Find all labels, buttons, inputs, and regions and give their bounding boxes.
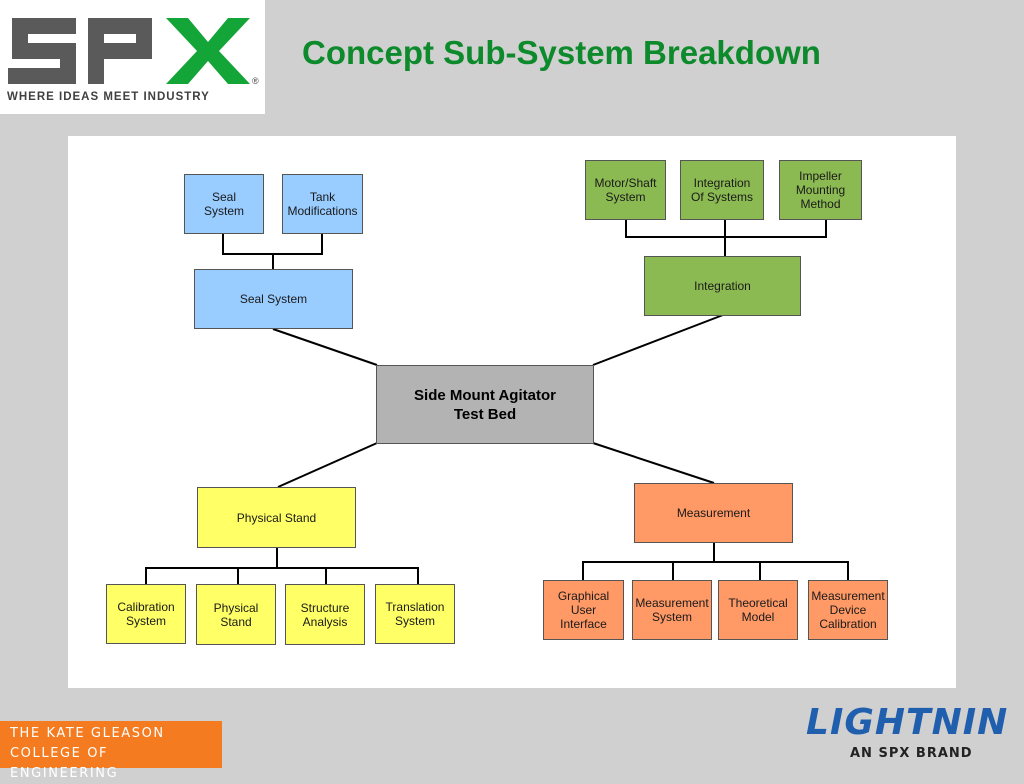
seal-system-node: Seal System (194, 269, 353, 329)
lightnin-subtitle: AN SPX BRAND (850, 746, 973, 761)
measurement-device-calibration-node: Measurement Device Calibration (808, 580, 888, 640)
college-line-2: COLLEGE OF ENGINEERING (10, 746, 119, 781)
integration-node: Integration (644, 256, 801, 316)
measurement-node: Measurement (634, 483, 793, 543)
seal-system-sub-node: Seal System (184, 174, 264, 234)
svg-text:®: ® (252, 76, 259, 86)
lightnin-logo: LIGHTNIN AN SPX BRAND (806, 702, 1020, 766)
page-title: Concept Sub-System Breakdown (302, 34, 821, 71)
physical-stand-sub-node: Physical Stand (196, 584, 276, 645)
tank-modifications-node: Tank Modifications (282, 174, 363, 234)
integration-of-systems-node: Integration Of Systems (680, 160, 764, 220)
translation-system-node: Translation System (375, 584, 455, 644)
motor-shaft-system-node: Motor/Shaft System (585, 160, 666, 220)
physical-stand-node: Physical Stand (197, 487, 356, 548)
lightnin-wordmark: LIGHTNIN (806, 702, 1009, 743)
graphical-user-interface-node: Graphical User Interface (543, 580, 624, 640)
connector-lines (145, 220, 849, 585)
theoretical-model-node: Theoretical Model (718, 580, 798, 640)
spx-wordmark-logo: ® (8, 18, 259, 86)
calibration-system-node: Calibration System (106, 584, 186, 644)
spx-tagline: WHERE IDEAS MEET INDUSTRY (7, 91, 210, 103)
center-node-agitator-test-bed: Side Mount Agitator Test Bed (376, 365, 594, 444)
structure-analysis-node: Structure Analysis (285, 584, 365, 645)
college-line-1: THE KATE GLEASON (10, 726, 165, 741)
diagram-panel: Seal System Tank Modifications Seal Syst… (68, 136, 956, 688)
impeller-mounting-method-node: Impeller Mounting Method (779, 160, 862, 220)
measurement-system-node: Measurement System (632, 580, 712, 640)
spx-logo: ® WHERE IDEAS MEET INDUSTRY (0, 0, 265, 114)
kate-gleason-college-logo: THE KATE GLEASON COLLEGE OF ENGINEERING (0, 721, 222, 781)
